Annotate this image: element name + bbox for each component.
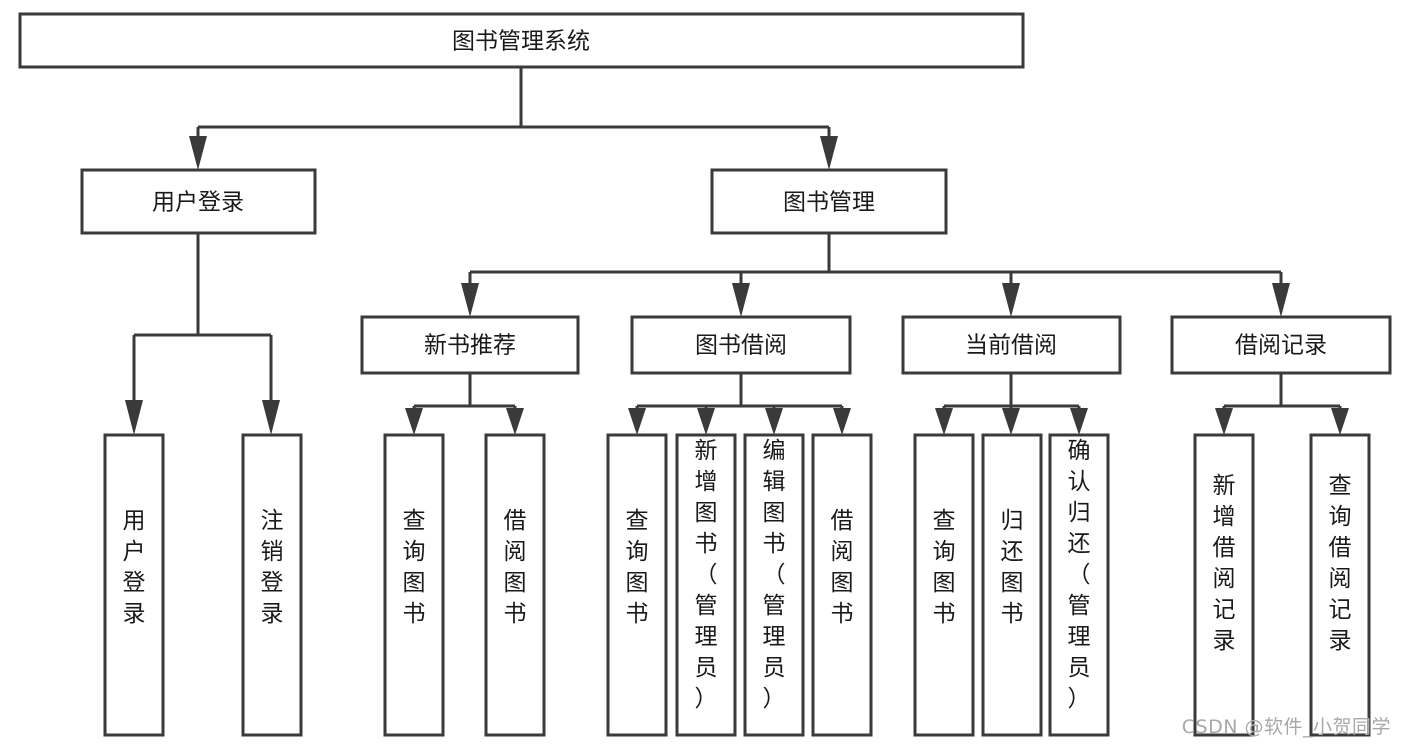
connector-group-book-manage [461,233,1290,317]
node-leaf-box[interactable] [1048,433,1110,737]
node-new-book-rec[interactable]: 新书推荐 [360,315,580,375]
node-leaf-box[interactable] [103,433,165,737]
node-leaf-current-3-label: 确认归还（管理员） [1068,438,1091,712]
node-current-borrow-label: 当前借阅 [965,333,1057,359]
node-leaf-borrow-2[interactable]: 新增图书（管理员） [675,433,737,737]
node-leaf-current-1-label: 查询图书 [933,508,956,627]
node-leaf-record-1[interactable]: 新增借阅记录 [1193,433,1255,737]
node-book-manage[interactable]: 图书管理 [710,168,948,235]
node-leaf-new-book-2[interactable]: 借阅图书 [484,433,546,737]
node-leaf-box[interactable] [1193,433,1255,737]
arrow-head-icon [1331,408,1349,435]
node-leaf-box[interactable] [1309,433,1371,737]
node-leaf-new-book-1[interactable]: 查询图书 [383,433,445,737]
node-user-login[interactable]: 用户登录 [80,168,317,235]
node-user-login-box[interactable] [80,168,317,235]
node-leaf-box[interactable] [743,433,805,737]
arrow-head-icon [1215,408,1233,435]
node-leaf-box[interactable] [383,433,445,737]
node-leaf-current-3[interactable]: 确认归还（管理员） [1048,433,1110,737]
node-leaf-new-book-1-label: 查询图书 [403,508,426,627]
node-leaf-current-2-label: 归还图书 [1001,508,1024,627]
node-leaf-current-2[interactable]: 归还图书 [981,433,1043,737]
arrow-head-icon [1002,408,1020,435]
node-book-manage-box[interactable] [710,168,948,235]
node-leaf-box[interactable] [241,433,303,737]
node-leaf-box[interactable] [675,433,737,737]
arrow-head-icon [1272,283,1290,317]
node-book-manage-label: 图书管理 [783,190,875,216]
node-leaf-record-2[interactable]: 查询借阅记录 [1309,433,1371,737]
arrow-head-icon [189,136,207,170]
arrow-head-icon [820,136,838,170]
node-leaf-box[interactable] [981,433,1043,737]
node-leaf-user-login-2-label: 注销登录 [261,508,284,627]
node-leaf-borrow-1-label: 查询图书 [626,508,649,627]
arrow-head-icon [262,400,280,435]
arrow-head-icon [405,408,423,435]
arrow-head-icon [935,408,953,435]
node-root-label: 图书管理系统 [452,29,590,55]
node-borrow-record[interactable]: 借阅记录 [1170,315,1392,375]
connector-group-current-borrow [935,373,1088,435]
node-borrow-record-label: 借阅记录 [1235,333,1327,359]
node-new-book-rec-box[interactable] [360,315,580,375]
node-leaf-borrow-3[interactable]: 编辑图书（管理员） [743,433,805,737]
node-leaf-user-login-1[interactable]: 用户登录 [103,433,165,737]
arrow-head-icon [461,283,479,317]
arrow-head-icon [1002,283,1020,317]
node-book-borrow-box[interactable] [630,315,852,375]
arrow-head-icon [833,408,851,435]
connector-group-new-book [405,373,524,435]
arrow-head-icon [125,400,143,435]
connector-group-user-login [125,233,280,435]
arrow-head-icon [732,283,750,317]
node-current-borrow-box[interactable] [901,315,1122,375]
node-leaf-borrow-4-label: 借阅图书 [831,508,854,627]
node-leaf-record-2-label: 查询借阅记录 [1329,473,1352,654]
node-current-borrow[interactable]: 当前借阅 [901,315,1122,375]
node-book-borrow[interactable]: 图书借阅 [630,315,852,375]
connector-group-book-borrow [628,373,851,435]
connector-group-borrow-record [1215,373,1349,435]
node-borrow-record-box[interactable] [1170,315,1392,375]
node-root[interactable]: 图书管理系统 [18,12,1025,69]
node-leaf-borrow-1[interactable]: 查询图书 [606,433,668,737]
node-leaf-record-1-label: 新增借阅记录 [1213,473,1236,654]
node-user-login-label: 用户登录 [152,190,244,216]
node-leaf-borrow-2-label: 新增图书（管理员） [695,438,718,712]
node-leaf-user-login-1-label: 用户登录 [123,508,146,627]
node-leaf-current-1[interactable]: 查询图书 [913,433,975,737]
node-leaf-borrow-4[interactable]: 借阅图书 [811,433,873,737]
arrow-head-icon [506,408,524,435]
arrow-head-icon [697,408,715,435]
node-root-box[interactable] [18,12,1025,69]
node-book-borrow-label: 图书借阅 [695,333,787,359]
node-leaf-user-login-2[interactable]: 注销登录 [241,433,303,737]
node-leaf-box[interactable] [811,433,873,737]
connector-group-root [189,67,838,170]
node-leaf-box[interactable] [484,433,546,737]
node-leaf-new-book-2-label: 借阅图书 [504,508,527,627]
node-leaf-borrow-3-label: 编辑图书（管理员） [763,438,786,712]
node-new-book-rec-label: 新书推荐 [424,333,516,359]
node-leaf-box[interactable] [606,433,668,737]
arrow-head-icon [628,408,646,435]
arrow-head-icon [765,408,783,435]
node-leaf-box[interactable] [913,433,975,737]
arrow-head-icon [1070,408,1088,435]
